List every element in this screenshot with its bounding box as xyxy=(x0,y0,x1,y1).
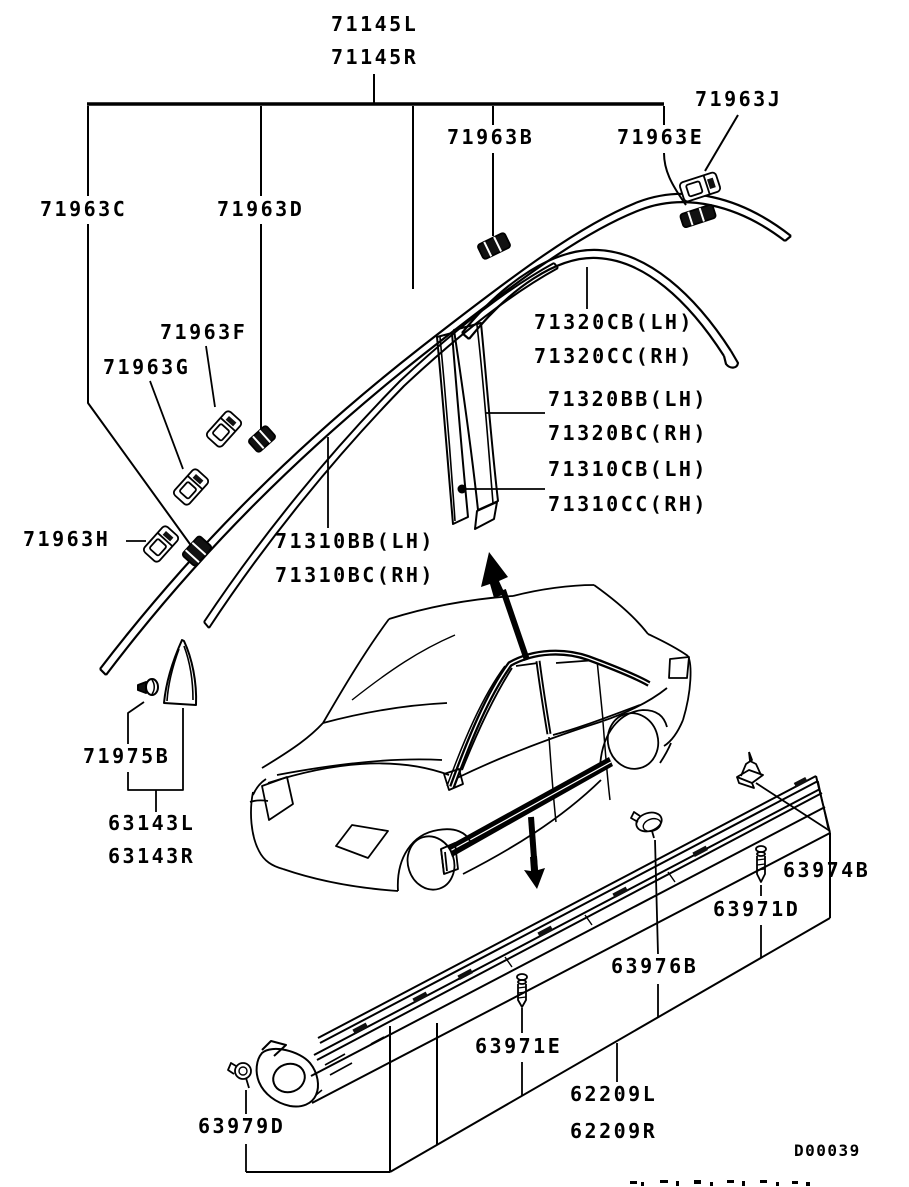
sill-fasteners xyxy=(227,751,831,1089)
clip-71963J-icon xyxy=(678,171,722,203)
car-rear-wheel xyxy=(606,712,660,770)
part-label-63971E: 63971E xyxy=(475,1034,563,1058)
sill-molding-62209 xyxy=(255,775,831,1108)
part-label-71320BC: 71320BC(RH) xyxy=(548,421,708,445)
car-headlight xyxy=(261,776,294,821)
part-label-71320CC: 71320CC(RH) xyxy=(534,344,694,368)
clip-71963F-icon xyxy=(205,410,243,448)
part-label-62209L: 62209L xyxy=(570,1082,658,1106)
rear-sash-molding-71320 xyxy=(461,248,740,369)
leader-71963F xyxy=(205,345,216,408)
clip-71963C-icon xyxy=(181,535,213,567)
part-label-71963G: 71963G xyxy=(103,355,191,379)
clip-71963G-icon xyxy=(172,468,210,506)
bottom-bracket xyxy=(245,833,831,1173)
part-label-71310BC: 71310BC(RH) xyxy=(275,563,435,587)
part-label-71963D: 71963D xyxy=(217,197,305,221)
part-label-71145L: 71145L xyxy=(331,12,419,36)
up-arrow xyxy=(500,589,530,661)
car-fog-lamp xyxy=(335,824,389,859)
clip-63976B-icon xyxy=(630,811,663,839)
pillar-tapes xyxy=(436,322,545,530)
grommet-71975B-icon xyxy=(137,678,159,696)
car-illustration xyxy=(249,584,692,892)
sill-clip-slots xyxy=(352,776,808,1035)
part-label-71963F: 71963F xyxy=(160,320,248,344)
screw-63974B-icon xyxy=(755,845,767,883)
clip-63979D-icon xyxy=(227,1062,252,1089)
part-label-71310CB: 71310CB(LH) xyxy=(548,457,708,481)
screw-63971E-icon xyxy=(516,973,528,1008)
part-label-71145R: 71145R xyxy=(331,45,419,69)
bracket-71145 xyxy=(87,74,739,552)
part-label-71963J: 71963J xyxy=(695,87,783,111)
diagram-code: D00039 xyxy=(794,1141,861,1160)
car-mirror xyxy=(443,768,464,791)
part-label-71310CC: 71310CC(RH) xyxy=(548,492,708,516)
part-label-62209R: 62209R xyxy=(570,1119,658,1143)
corner-garnish-63143 xyxy=(127,639,198,812)
clip-71963D-icon xyxy=(248,425,276,453)
leader-71963G xyxy=(149,380,184,470)
clipped-footer-glyphs xyxy=(630,1180,810,1186)
part-label-63974B: 63974B xyxy=(783,858,871,882)
part-label-71963C: 71963C xyxy=(40,197,128,221)
part-label-71963E: 71963E xyxy=(617,125,705,149)
part-label-71310BB: 71310BB(LH) xyxy=(275,529,435,553)
part-label-63143L: 63143L xyxy=(108,811,196,835)
spring-clip-icon xyxy=(736,751,764,789)
clip-71963E-icon xyxy=(679,203,717,229)
part-label-63979D: 63979D xyxy=(198,1114,286,1138)
part-label-63976B: 63976B xyxy=(611,954,699,978)
car-front-wheel xyxy=(406,835,456,891)
leader-63976B xyxy=(654,839,659,1018)
arrows xyxy=(481,552,545,889)
part-label-71320CB: 71320CB(LH) xyxy=(534,310,694,334)
molding-clips xyxy=(126,171,722,567)
part-label-63143R: 63143R xyxy=(108,844,196,868)
part-label-71963H: 71963H xyxy=(23,527,111,551)
part-label-71963B: 71963B xyxy=(447,125,535,149)
clip-71963H-icon xyxy=(142,525,180,563)
part-label-71320BB: 71320BB(LH) xyxy=(548,387,708,411)
clip-71963B-icon xyxy=(477,232,511,260)
part-label-63971D: 63971D xyxy=(713,897,801,921)
part-label-71975B: 71975B xyxy=(83,744,171,768)
leader-dot-71310CB xyxy=(457,484,467,494)
